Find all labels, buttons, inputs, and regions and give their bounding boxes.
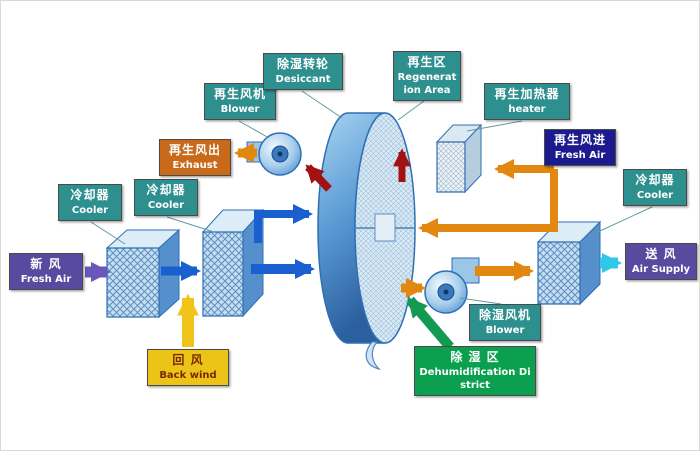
label-back-wind-zh: 回 风 (172, 353, 204, 367)
label-regen-heater-zh: 再生加热器 (494, 87, 560, 101)
label-cooler-3-en: Cooler (636, 189, 674, 201)
label-air-supply-en: Air Supply (631, 263, 691, 275)
label-regen-area-en: Regeneration Area (397, 71, 457, 96)
regen-outlet-arrow (305, 164, 332, 192)
label-regen-heater-en: heater (508, 103, 546, 115)
flow-arrows (85, 143, 622, 351)
label-regen-fresh-air-en: Fresh Air (554, 149, 606, 161)
leader-regen-area (397, 100, 425, 121)
label-back-wind-en: Back wind (159, 369, 217, 381)
label-regen-heater: 再生加热器 heater (484, 83, 570, 120)
label-cooler-1-en: Cooler (71, 204, 109, 216)
label-dehumid-district: 除 湿 区 Dehumidification District (414, 346, 536, 396)
leader-cooler-3 (588, 206, 653, 237)
label-cooler-3-zh: 冷却器 (635, 173, 675, 187)
label-cooler-2-en: Cooler (147, 199, 185, 211)
leader-regen-blower (238, 120, 270, 139)
label-cooler-1: 冷却器 Cooler (58, 184, 122, 221)
regen-blower-fan (246, 132, 302, 176)
label-regen-blower: 再生风机 Blower (204, 83, 276, 120)
label-air-supply-zh: 送 风 (645, 247, 677, 261)
label-cooler-3: 冷却器 Cooler (623, 169, 687, 206)
label-regen-area-zh: 再生区 (407, 55, 447, 69)
label-dehumid-blower-zh: 除湿风机 (478, 308, 531, 322)
label-dehumid-district-en: Dehumidification District (419, 366, 531, 391)
wheel-hub (374, 213, 396, 242)
leader-lines (90, 90, 653, 305)
leader-cooler-1 (90, 221, 126, 245)
label-regen-blower-zh: 再生风机 (213, 87, 266, 101)
leader-cooler-2 (166, 216, 215, 233)
regen-heater-unit (435, 123, 483, 194)
label-back-wind: 回 风 Back wind (147, 349, 229, 386)
label-desiccant-wheel-en: Desiccant (275, 73, 331, 85)
regen-duct-arrow (418, 169, 558, 238)
label-regen-fresh-air: 再生风进 Fresh Air (544, 129, 616, 166)
label-regen-exhaust: 再生风出 Exhaust (159, 139, 231, 176)
label-fresh-air-in-zh: 新 风 (30, 257, 62, 271)
cooler-unit-3 (536, 220, 602, 306)
label-cooler-1-zh: 冷却器 (70, 188, 110, 202)
label-cooler-2: 冷却器 Cooler (134, 179, 198, 216)
label-desiccant-wheel: 除湿转轮 Desiccant (263, 53, 343, 90)
label-cooler-2-zh: 冷却器 (146, 183, 186, 197)
wheel-media-curl (365, 341, 382, 371)
label-dehumid-blower: 除湿风机 Blower (469, 304, 541, 341)
label-fresh-air-in: 新 风 Fresh Air (9, 253, 83, 290)
leader-desiccant-wheel (301, 90, 343, 119)
label-desiccant-wheel-zh: 除湿转轮 (276, 57, 329, 71)
dehumid-blower-fan (424, 257, 480, 314)
label-dehumid-blower-en: Blower (485, 324, 525, 336)
label-dehumid-district-zh: 除 湿 区 (450, 350, 500, 364)
label-regen-exhaust-en: Exhaust (172, 159, 218, 171)
label-regen-exhaust-zh: 再生风出 (168, 143, 221, 157)
label-fresh-air-in-en: Fresh Air (20, 273, 72, 285)
label-regen-fresh-air-zh: 再生风进 (553, 133, 606, 147)
process-air-arrow-upper (254, 204, 313, 243)
desiccant-wheel (317, 112, 416, 371)
dehumid-district-arrow (406, 296, 454, 351)
label-regen-blower-en: Blower (220, 103, 260, 115)
leader-regen-heater (466, 120, 523, 132)
label-regen-area: 再生区 Regeneration Area (393, 51, 461, 101)
leader-dehumid-blower (459, 297, 502, 305)
label-air-supply: 送 风 Air Supply (625, 243, 697, 280)
